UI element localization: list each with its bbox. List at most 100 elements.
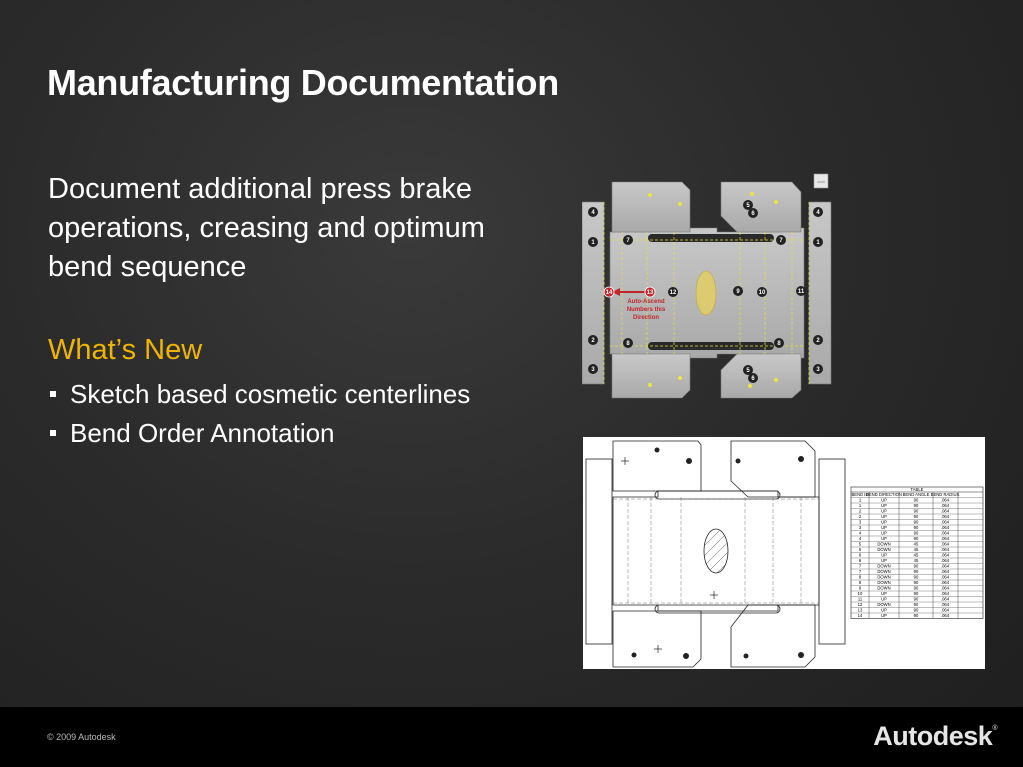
table-cell: UP [881, 558, 887, 563]
table-cell: 90 [914, 498, 919, 503]
bend-badge: 9 [736, 289, 740, 295]
table-cell: 90 [914, 525, 919, 530]
table-cell: .064 [941, 520, 950, 525]
table-cell: UP [881, 531, 887, 536]
table-cell: .064 [941, 597, 950, 602]
table-cell: .064 [941, 536, 950, 541]
table-cell: 5 [859, 542, 862, 547]
table-cell: 11 [858, 597, 863, 602]
table-cell: .064 [941, 503, 950, 508]
table-cell: 90 [914, 536, 919, 541]
table-cell: 8 [859, 575, 862, 580]
whats-new-heading: What’s New [48, 334, 203, 366]
table-cell: 9 [859, 586, 862, 591]
table-cell: 90 [914, 509, 919, 514]
table-cell: 90 [914, 575, 919, 580]
table-cell: 90 [914, 602, 919, 607]
table-cell: DOWN [877, 580, 890, 585]
bullet-item: Bend Order Annotation [48, 414, 470, 453]
table-cell: UP [881, 520, 887, 525]
table-cell: 1 [859, 503, 862, 508]
bend-badge: 2 [816, 338, 820, 344]
bend-badge: 14 [606, 290, 613, 296]
bend-badge: 7 [779, 238, 783, 244]
bend-badge: 6 [751, 376, 755, 382]
table-cell: 8 [859, 580, 862, 585]
copyright-text: © 2009 Autodesk [47, 732, 116, 742]
table-cell: DOWN [877, 575, 890, 580]
bullet-square-icon [50, 430, 56, 436]
table-cell: 90 [914, 608, 919, 613]
table-cell: 45 [914, 547, 919, 552]
table-cell: .064 [941, 558, 950, 563]
table-cell: .064 [941, 514, 950, 519]
bend-badge: 7 [626, 238, 630, 244]
table-header-cell: BEND RADIUS [931, 492, 960, 497]
table-cell: 10 [858, 591, 863, 596]
table-cell: .064 [941, 608, 950, 613]
table-cell: 3 [859, 525, 862, 530]
bend-badge: 13 [647, 290, 654, 296]
slide-footer: © 2009 Autodesk Autodesk® [0, 707, 1023, 767]
autodesk-logo: Autodesk® [873, 721, 997, 751]
bend-badge: 8 [626, 341, 630, 347]
bend-badge: 4 [816, 210, 820, 216]
table-cell: 90 [914, 613, 919, 618]
bend-badge: 2 [591, 338, 595, 344]
bend-badge: 10 [759, 290, 766, 296]
table-cell: 6 [859, 558, 862, 563]
bend-badge: 8 [777, 341, 781, 347]
table-cell: .064 [941, 569, 950, 574]
bullet-square-icon [50, 391, 56, 397]
bend-badge: 11 [798, 289, 805, 295]
table-cell: UP [881, 514, 887, 519]
table-cell: UP [881, 613, 887, 618]
table-cell: 1 [859, 498, 862, 503]
table-header-cell: BEND DIRECTION [866, 492, 902, 497]
table-cell: .064 [941, 531, 950, 536]
bend-badge: 1 [816, 240, 820, 246]
document-icon [813, 173, 829, 189]
bullet-item: Sketch based cosmetic centerlines [48, 375, 470, 414]
table-cell: .064 [941, 602, 950, 607]
table-cell: 90 [914, 591, 919, 596]
table-cell: 2 [859, 509, 862, 514]
annotation-line: Auto-Ascend [627, 299, 665, 305]
table-cell: .064 [941, 553, 950, 558]
table-cell: 12 [858, 602, 863, 607]
table-cell: DOWN [877, 586, 890, 591]
table-header-cell: BEND ID [852, 492, 869, 497]
table-cell: UP [881, 608, 887, 613]
table-cell: 90 [914, 580, 919, 585]
table-cell: 90 [914, 597, 919, 602]
bend-badge: 12 [670, 290, 677, 296]
table-header-cell: BEND ANGLE [903, 492, 930, 497]
table-cell: .064 [941, 564, 950, 569]
table-cell: 14 [858, 613, 863, 618]
table-cell: 7 [859, 569, 862, 574]
table-cell: 45 [914, 553, 919, 558]
table-cell: .064 [941, 586, 950, 591]
bend-badge: 3 [816, 367, 820, 373]
table-cell: 90 [914, 503, 919, 508]
table-cell: DOWN [877, 547, 890, 552]
table-cell: 4 [859, 531, 862, 536]
slide-title: Manufacturing Documentation [47, 62, 559, 103]
table-cell: 90 [914, 564, 919, 569]
table-cell: UP [881, 553, 887, 558]
table-title: TABLE [911, 487, 924, 492]
bend-badge: 5 [746, 368, 750, 374]
table-cell: UP [881, 509, 887, 514]
table-cell: 2 [859, 514, 862, 519]
registered-mark: ® [992, 725, 997, 732]
table-cell: 90 [914, 586, 919, 591]
table-cell: 90 [914, 531, 919, 536]
bend-badge: 1 [591, 240, 595, 246]
table-cell: 3 [859, 520, 862, 525]
annotation-line: Numbers this [627, 307, 666, 313]
table-cell: .064 [941, 575, 950, 580]
table-cell: UP [881, 597, 887, 602]
flat-pattern-bend-order-image: 4 1 2 3 4 1 2 3 5 6 5 6 7 7 8 8 9 10 11 … [581, 172, 832, 404]
